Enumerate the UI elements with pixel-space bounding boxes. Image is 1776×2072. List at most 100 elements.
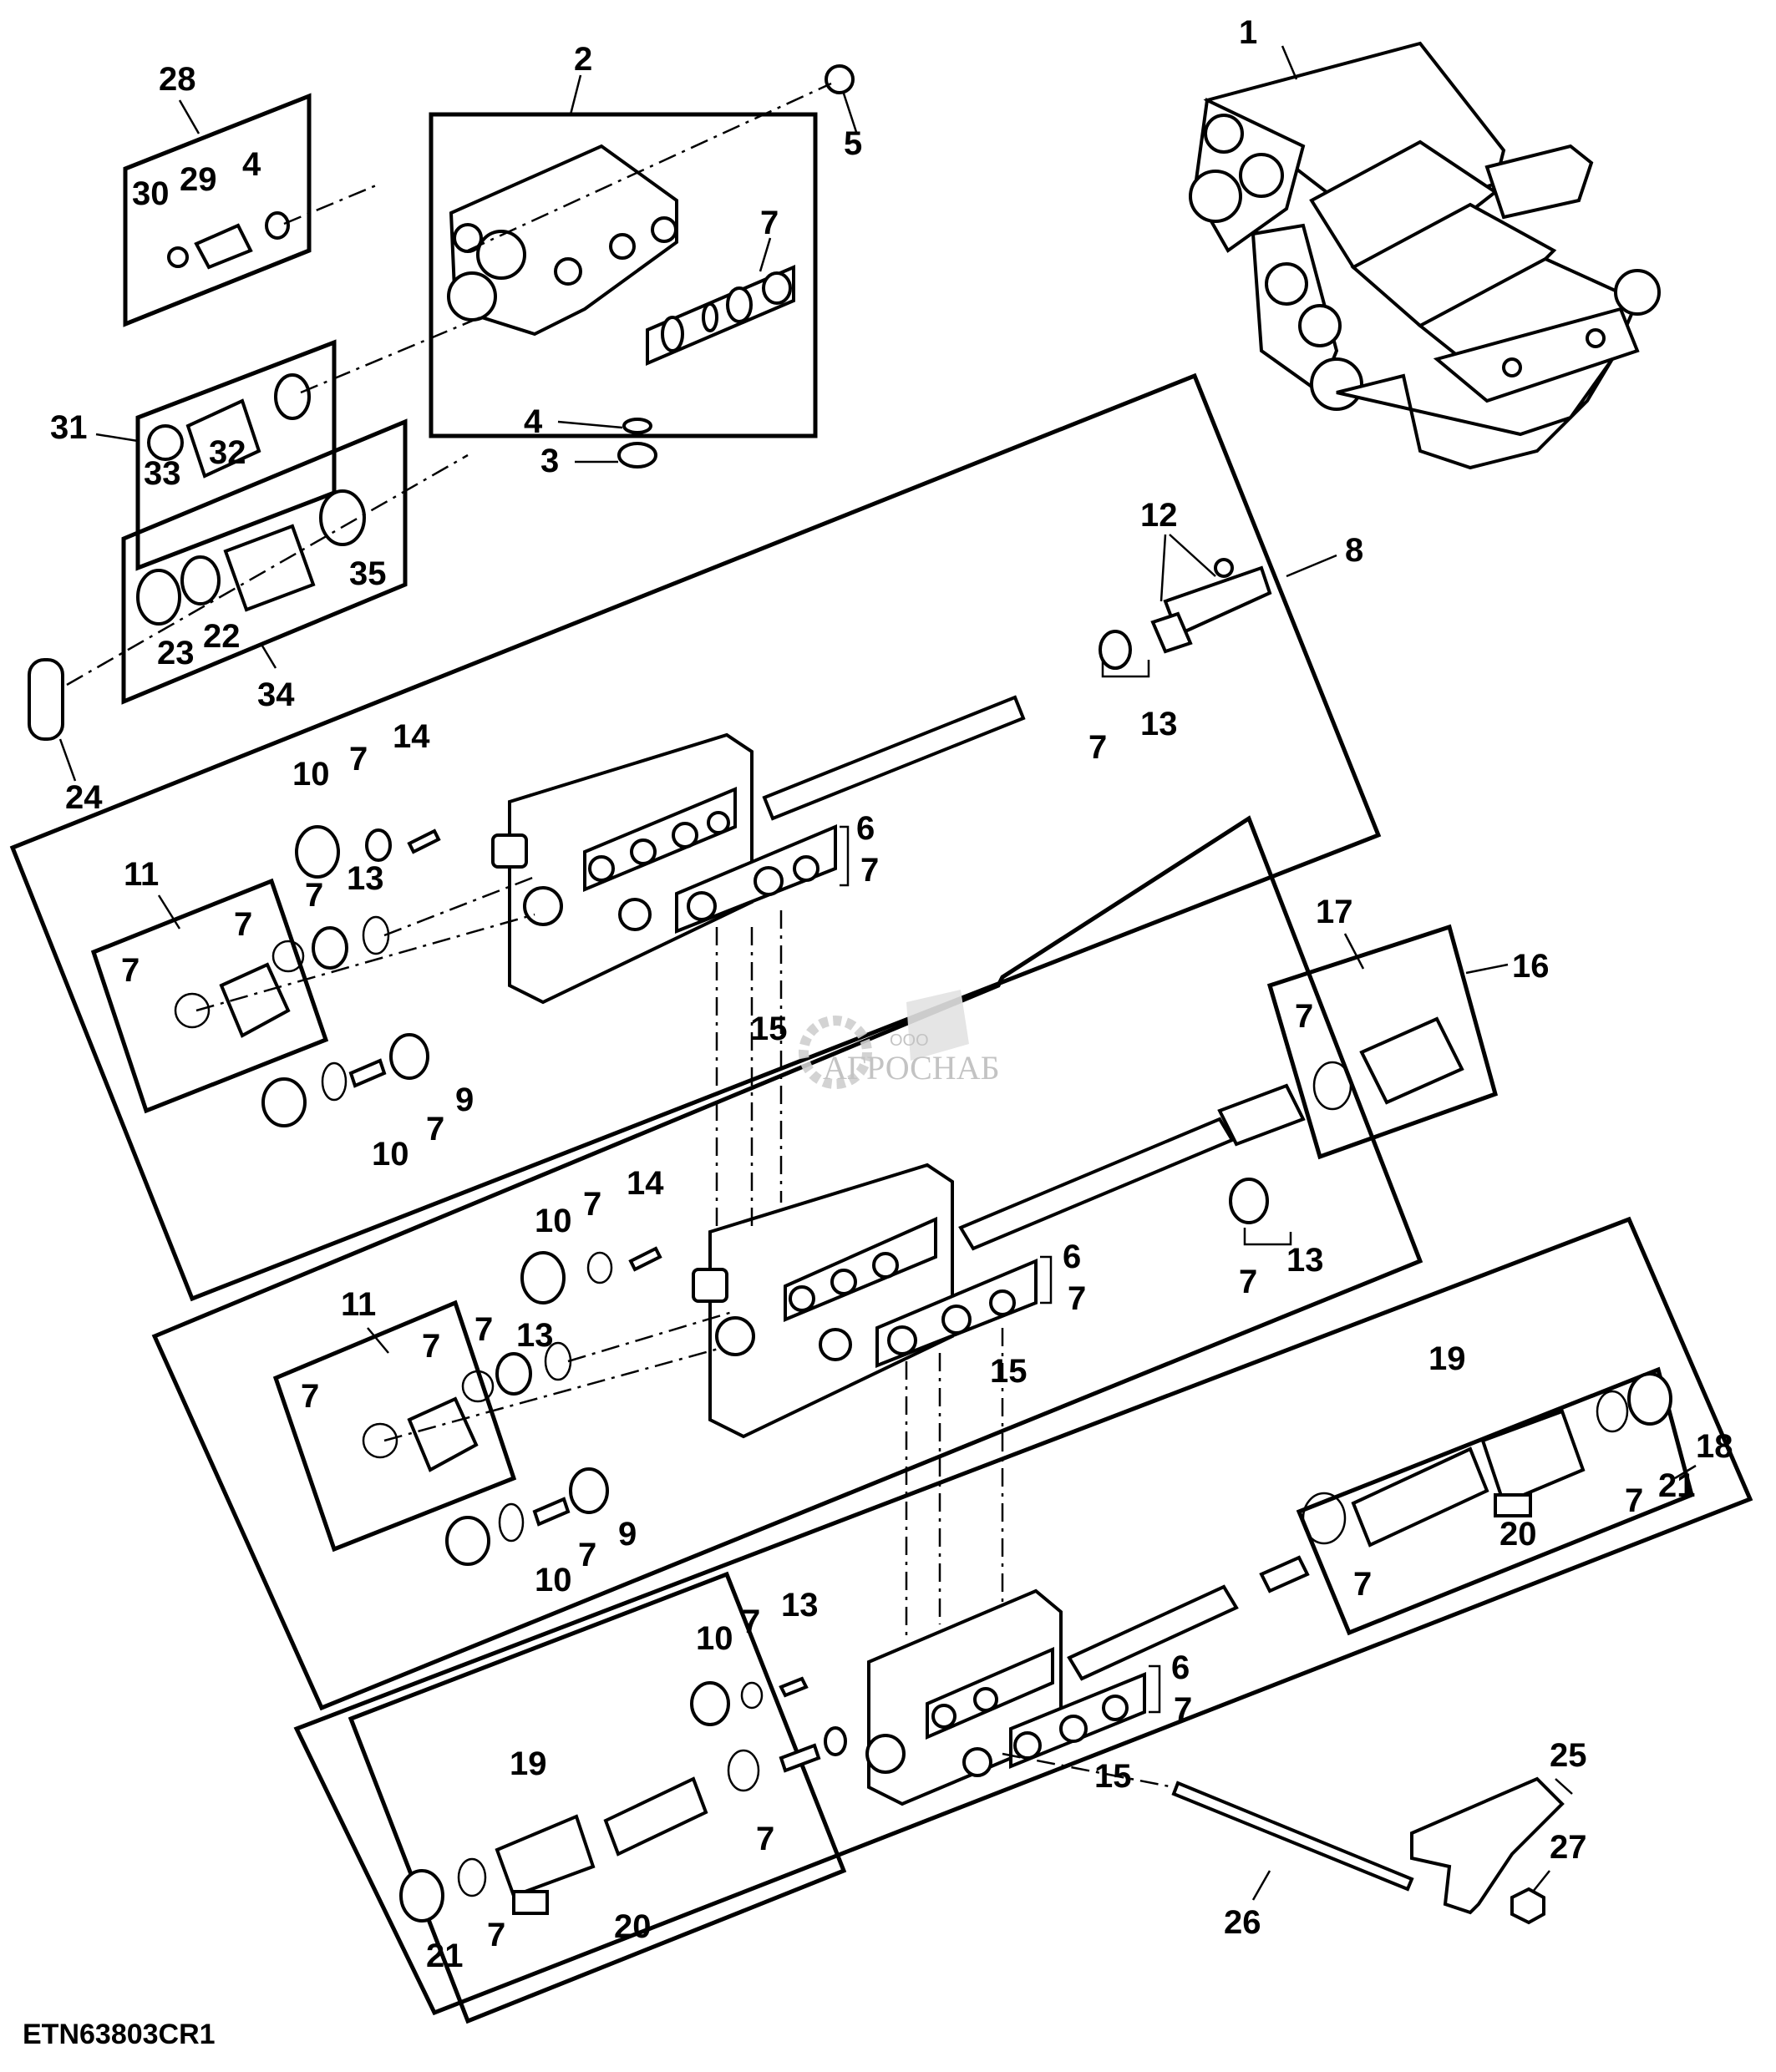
- oring-7a-s4: [457, 1857, 487, 1897]
- leader-26: [1251, 1870, 1271, 1901]
- callout-6-s2: 6: [1063, 1239, 1081, 1275]
- callout-7d-s2: 7: [301, 1378, 319, 1415]
- callout-7h-s1: 7: [860, 852, 879, 889]
- oring-7a-s3: [1302, 1492, 1347, 1545]
- leader-31: [95, 433, 139, 443]
- spring-s4: [779, 1743, 821, 1773]
- leader-1: [1281, 45, 1298, 80]
- seal-13-s2: [1229, 1178, 1269, 1224]
- plug-10b-s1: [261, 1077, 307, 1127]
- callout-12: 12: [1140, 497, 1178, 534]
- callout-23: 23: [157, 635, 195, 671]
- callout-1: 1: [1239, 14, 1257, 51]
- valve-section-body-1: [491, 732, 837, 1005]
- connector-20-s3: [1494, 1493, 1532, 1517]
- oring-7e-s1: [271, 940, 305, 973]
- callout-4a: 4: [242, 146, 261, 183]
- oring-7b-s3: [1596, 1390, 1629, 1433]
- spring-14-s1: [407, 828, 441, 854]
- axis-34: [66, 453, 469, 686]
- valve-section-body-3: [865, 1588, 1146, 1806]
- valve-section-body-2: [692, 1163, 1038, 1439]
- oring-31: [274, 373, 311, 420]
- callout-33: 33: [144, 455, 181, 492]
- axis-s2-a: [567, 1310, 736, 1363]
- callout-29: 29: [180, 161, 217, 198]
- callout-7c-s1: 7: [349, 741, 368, 778]
- callout-7-s1-right: 7: [1088, 729, 1107, 766]
- callout-7b-s3: 7: [1625, 1482, 1643, 1519]
- callout-3: 3: [540, 443, 559, 479]
- oring-7-s1: [365, 828, 392, 862]
- leader-5: [842, 93, 858, 133]
- bracket-6-7-s3: [1149, 1664, 1161, 1714]
- inlet-cover-body: [447, 144, 795, 367]
- callout-13b-s1: 13: [347, 860, 384, 897]
- seal-13b-s2: [495, 1352, 532, 1396]
- callout-4: 4: [524, 403, 543, 440]
- oring-7g-s1: [321, 1061, 348, 1102]
- callout-27: 27: [1550, 1829, 1587, 1866]
- box-11-s1: [90, 878, 329, 1114]
- oring-4: [265, 211, 290, 240]
- fitting-34: [223, 524, 316, 612]
- bracket-13-7-s2: [1243, 1228, 1292, 1246]
- coil-19-s3: [1480, 1409, 1586, 1506]
- oring-13b-s1: [362, 915, 390, 955]
- plug-3: [617, 442, 657, 469]
- leader-11-s2: [367, 1327, 389, 1354]
- spool-1: [762, 558, 1272, 821]
- bracket-25: [1410, 1776, 1565, 1915]
- poppet-9-s2: [569, 1467, 609, 1514]
- leader-12a: [1159, 534, 1167, 602]
- axis-s2-b: [383, 1347, 719, 1442]
- callout-10b-s1: 10: [372, 1136, 409, 1173]
- watermark-brand: АГРОСНАБ: [823, 1049, 1000, 1087]
- oring-22: [180, 555, 221, 605]
- leader-34: [259, 642, 277, 669]
- callout-20-s3: 20: [1499, 1516, 1537, 1553]
- callout-13-s1-right: 13: [1140, 706, 1178, 742]
- oring-7c-s2: [586, 1251, 613, 1284]
- box-2: [429, 112, 818, 438]
- callout-10-s3: 10: [696, 1620, 733, 1657]
- axis-s1-b: [195, 913, 535, 1012]
- cover-17: [1359, 1016, 1464, 1105]
- callout-7b-s2: 7: [1239, 1264, 1257, 1300]
- callout-7: 7: [760, 205, 779, 241]
- axis-line: [467, 82, 832, 252]
- callout-7b-s4: 7: [756, 1821, 774, 1857]
- leader-16: [1465, 963, 1509, 975]
- spool-2-end: [1217, 1083, 1306, 1147]
- plug-10-s2: [520, 1251, 566, 1304]
- callout-7g-s2: 7: [578, 1537, 596, 1573]
- figure-code: ETN63803CR1: [23, 2019, 216, 2050]
- plug-10b-s2: [445, 1516, 490, 1566]
- callout-7e-s1: 7: [234, 906, 252, 943]
- callout-30: 30: [132, 175, 170, 212]
- callout-21-s3: 21: [1658, 1467, 1696, 1504]
- fitting-29: [194, 223, 253, 270]
- axis-s1-a: [383, 875, 535, 937]
- oring-33: [147, 424, 184, 461]
- nut-21-s4: [399, 1869, 444, 1923]
- callout-35: 35: [349, 555, 387, 592]
- leader-7: [759, 237, 772, 272]
- spring-3: [1259, 1555, 1310, 1593]
- leader-27: [1532, 1870, 1550, 1892]
- callout-18: 18: [1696, 1428, 1733, 1465]
- callout-32: 32: [209, 434, 246, 471]
- bracket-6-7-s2: [1040, 1255, 1053, 1304]
- box-34: [121, 418, 408, 705]
- callout-11-s2: 11: [341, 1286, 376, 1323]
- oring-7c-s3: [740, 1681, 764, 1710]
- callout-25: 25: [1550, 1737, 1587, 1774]
- cover-11-s1: [219, 962, 291, 1038]
- watermark-prefix: ООО: [890, 1031, 929, 1050]
- oring-7g-s2: [498, 1502, 525, 1543]
- nut-27: [1510, 1887, 1545, 1925]
- callout-7a-s3: 7: [1353, 1566, 1372, 1603]
- callout-14-s2: 14: [627, 1165, 664, 1202]
- callout-21-s4: 21: [426, 1938, 464, 1974]
- callout-10b-s2: 10: [535, 1562, 572, 1598]
